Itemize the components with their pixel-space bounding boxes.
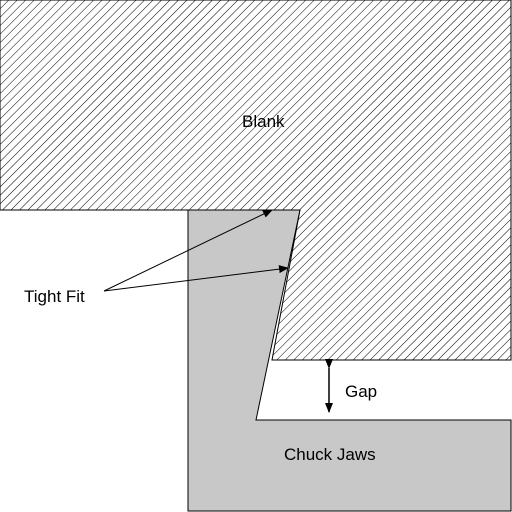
tight-fit-arrow-lower: [103, 265, 289, 292]
tight-fit-arrow-upper: [103, 209, 273, 292]
chuck-jaws-label: Chuck Jaws: [284, 445, 376, 464]
gap-label: Gap: [345, 382, 377, 401]
tight-fit-label: Tight Fit: [24, 287, 85, 306]
blank-label: Blank: [242, 112, 285, 131]
blank-shape: [0, 0, 512, 361]
